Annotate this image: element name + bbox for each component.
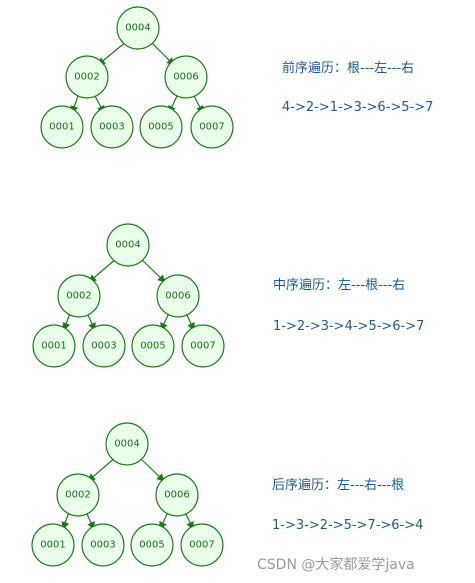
node-right-left: 0005 [130, 523, 174, 567]
node-root: 0004 [105, 422, 149, 466]
node-label: 0001 [49, 122, 74, 133]
node-left: 0002 [65, 55, 109, 99]
edge-left-leftleft [62, 312, 71, 331]
node-label: 0004 [115, 240, 140, 251]
traversal-sequence: 1->2->3->4->5->6->7 [273, 319, 424, 334]
node-right-right: 0007 [190, 105, 234, 149]
traversal-title: 中序遍历：左---根---右 [273, 277, 405, 293]
node-label: 0006 [173, 72, 198, 83]
node-label: 0002 [66, 291, 91, 302]
node-label: 0003 [90, 540, 115, 551]
node-left-right: 0003 [81, 523, 125, 567]
tree-preorder: 0004 0002 0006 0001 0003 0005 0007 前序遍历：… [40, 6, 433, 149]
tree-postorder: 0004 0002 0006 0001 0003 0005 0007 后序遍历：… [31, 422, 423, 567]
edge-root-left [88, 257, 118, 283]
node-left: 0002 [56, 473, 100, 517]
traversal-sequence: 1->3->2->5->7->6->4 [272, 518, 423, 533]
node-label: 0004 [125, 23, 150, 34]
node-label: 0007 [189, 540, 214, 551]
node-left-left: 0001 [31, 523, 75, 567]
node-label: 0007 [190, 341, 215, 352]
traversal-title: 前序遍历：根---左---右 [282, 60, 414, 76]
node-label: 0001 [41, 341, 66, 352]
edge-root-left [87, 456, 117, 482]
node-label: 0003 [99, 122, 124, 133]
edge-root-right [138, 456, 165, 482]
node-label: 0002 [65, 490, 90, 501]
node-label: 0007 [199, 122, 224, 133]
node-label: 0005 [140, 341, 165, 352]
node-label: 0005 [148, 122, 173, 133]
node-right-right: 0007 [180, 523, 224, 567]
node-root: 0004 [106, 223, 150, 267]
node-label: 0004 [114, 439, 139, 450]
node-right-left: 0005 [131, 324, 175, 368]
node-right-right: 0007 [181, 324, 225, 368]
edge-root-right [149, 40, 175, 66]
node-left-left: 0001 [32, 324, 76, 368]
node-right: 0006 [156, 274, 200, 318]
tree-inorder: 0004 0002 0006 0001 0003 0005 0007 中序遍历：… [32, 223, 424, 368]
traversal-title: 后序遍历：左---右---根 [272, 477, 404, 493]
node-label: 0006 [164, 490, 189, 501]
node-label: 0003 [91, 341, 116, 352]
node-right: 0006 [164, 55, 208, 99]
node-left-right: 0003 [82, 324, 126, 368]
node-right-left: 0005 [139, 105, 183, 149]
node-label: 0006 [165, 291, 190, 302]
node-label: 0005 [139, 540, 164, 551]
node-left-right: 0003 [90, 105, 134, 149]
traversal-sequence: 4->2->1->3->6->5->7 [282, 100, 433, 115]
edge-root-right [139, 257, 166, 283]
node-label: 0001 [40, 540, 65, 551]
node-right: 0006 [155, 473, 199, 517]
node-left-left: 0001 [40, 105, 84, 149]
watermark: CSDN @大家都爱学java [257, 556, 415, 573]
node-left: 0002 [57, 274, 101, 318]
edge-left-leftleft [61, 511, 70, 530]
node-root: 0004 [116, 6, 160, 50]
node-label: 0002 [74, 72, 99, 83]
edge-root-left [97, 40, 128, 66]
